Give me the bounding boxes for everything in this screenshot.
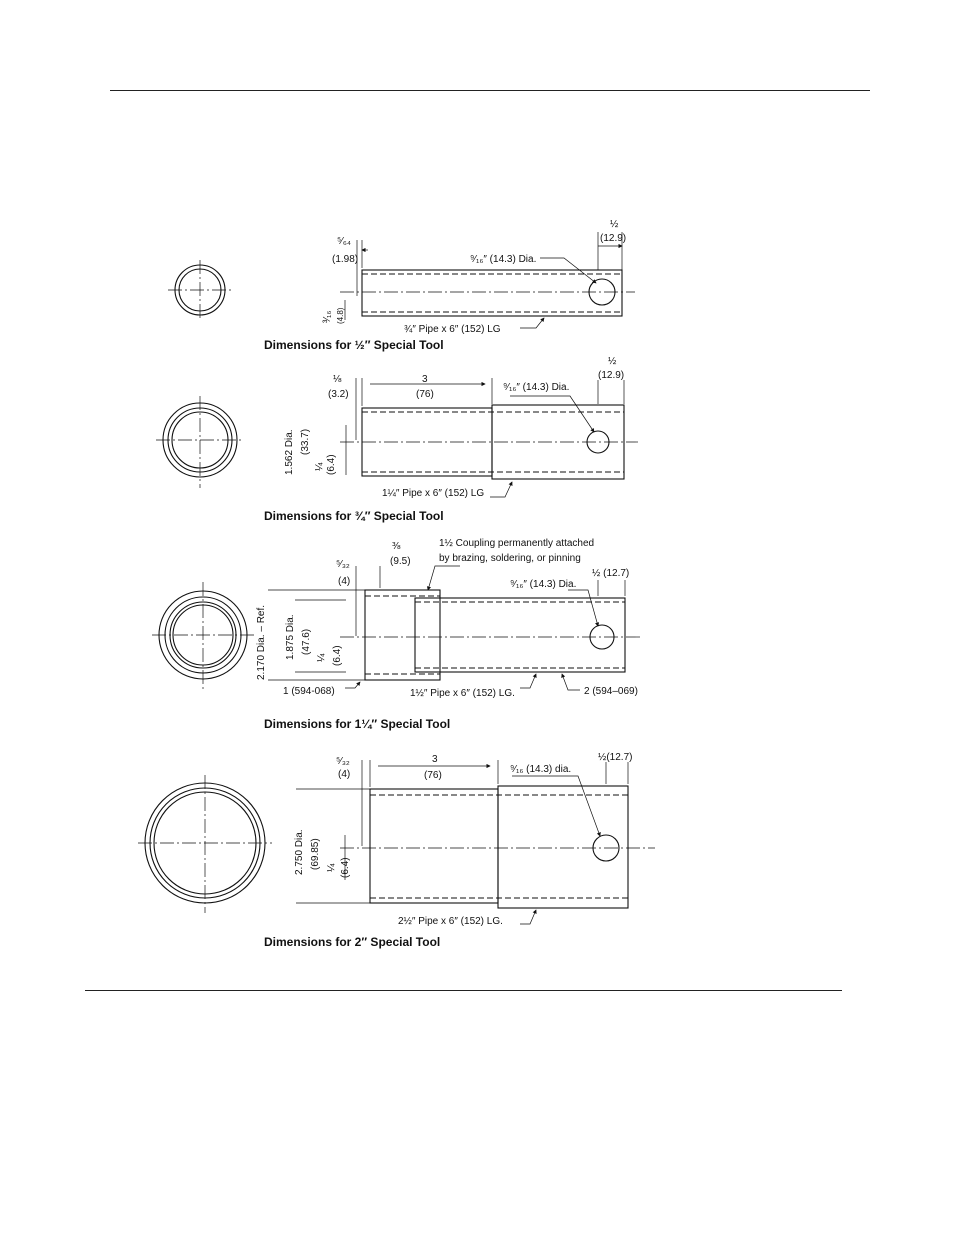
dim-5-32: ⁵⁄₃₂ xyxy=(336,559,350,570)
coupling-line1: 1½ Coupling permanently attached xyxy=(439,538,594,549)
ref-dia-label: 2.170 Dia. – Ref. xyxy=(256,605,267,680)
dim-5-32-mm: (4) xyxy=(338,576,350,587)
hole-label: ⁹⁄₁₆ (14.3) dia. xyxy=(510,764,571,775)
caption-three-quarter: Dimensions for ¾″ Special Tool xyxy=(264,509,444,523)
dim-1-4-mm: (6.4) xyxy=(326,454,337,475)
dia-mm-label: (47.6) xyxy=(301,629,312,655)
dim-1-8-mm: (3.2) xyxy=(328,389,349,400)
end-view-one-and-quarter xyxy=(152,582,254,690)
hole-label: ⁹⁄₁₆″ (14.3) Dia. xyxy=(470,254,536,265)
end-view-three-quarter xyxy=(156,396,244,488)
end-view-half xyxy=(168,260,232,320)
dim-half: ½(12.7) xyxy=(598,752,632,763)
pipe-label: 2½″ Pipe x 6″ (152) LG. xyxy=(398,916,503,927)
dim-3-8: ⅜ xyxy=(392,541,401,552)
dia-mm-label: (33.7) xyxy=(300,429,311,455)
tool-one-and-quarter-inch: 1½ Coupling permanently attached by braz… xyxy=(152,538,640,731)
dim-half: ½ xyxy=(608,356,617,367)
dim-half: ½ (12.7) xyxy=(592,568,629,579)
side-view-three-quarter xyxy=(340,378,638,498)
dia-label: 1.875 Dia. xyxy=(285,614,296,660)
bottom-rule xyxy=(85,990,842,991)
coupling-line2: by brazing, soldering, or pinning xyxy=(439,553,581,564)
dim-1-4: ¼ xyxy=(315,653,327,662)
pipe-label: 1½″ Pipe x 6″ (152) LG. xyxy=(410,688,515,699)
dim-half-mm: (12.9) xyxy=(598,370,624,381)
caption-one-and-quarter: Dimensions for 1¼″ Special Tool xyxy=(264,717,450,731)
dim-5-32-mm: (4) xyxy=(338,769,350,780)
hole-label: ⁹⁄₁₆″ (14.3) Dia. xyxy=(503,382,569,393)
dim-half: ½ xyxy=(610,219,619,230)
pipe-label: 1¼″ Pipe x 6″ (152) LG xyxy=(382,487,484,499)
pipe-label: ¾″ Pipe x 6″ (152) LG xyxy=(404,324,501,335)
dim-1-8: ⅛ xyxy=(333,374,342,385)
tool-three-quarter-inch: ⅛ (3.2) 3 (76) ⁹⁄₁₆″ (14.3) Dia. ½ (12.9… xyxy=(156,356,638,523)
dim-1-4: ¼ xyxy=(325,863,337,872)
dim-5-64: ⁵⁄₆₄ xyxy=(337,236,351,247)
dim-1-4: ¼ xyxy=(313,462,325,471)
dia-label: 2.750 Dia. xyxy=(294,829,305,875)
tool-two-inch: ⁵⁄₃₂ (4) 3 (76) ⁹⁄₁₆ (14.3) dia. ½(12.7)… xyxy=(138,752,655,949)
dim-3-8-mm: (9.5) xyxy=(390,556,411,567)
dia-label: 1.562 Dia. xyxy=(284,429,295,475)
dim-3: 3 xyxy=(432,754,438,765)
end-view-two xyxy=(138,775,272,913)
side-view-two xyxy=(296,760,655,925)
dim-5-32: ⁵⁄₃₂ xyxy=(336,756,350,767)
side-view-one-and-quarter xyxy=(268,565,640,691)
dim-1-4-mm: (6.4) xyxy=(332,645,343,666)
dim-3-16: ³⁄₁₆ xyxy=(322,311,333,323)
caption-half: Dimensions for ½″ Special Tool xyxy=(264,338,444,352)
dim-3-mm: (76) xyxy=(424,770,442,781)
dim-5-64-mm: (1.98) xyxy=(332,254,358,265)
dim-3-16-mm: (4.8) xyxy=(336,307,345,324)
tool-half-inch: ½ (12.9) ⁵⁄₆₄ (1.98) ⁹⁄₁₆″ (14.3) Dia. ³… xyxy=(168,219,635,352)
dim-1-4-mm: (6.4) xyxy=(340,857,351,878)
dim-3: 3 xyxy=(422,374,428,385)
hole-label: ⁹⁄₁₆″ (14.3) Dia. xyxy=(510,579,576,590)
dim-half-mm: (12.9) xyxy=(600,233,626,244)
dim-3-mm: (76) xyxy=(416,389,434,400)
part2-label: 2 (594–069) xyxy=(584,686,638,697)
top-rule xyxy=(110,90,870,91)
part1-label: 1 (594-068) xyxy=(283,686,335,697)
caption-two: Dimensions for 2″ Special Tool xyxy=(264,935,440,949)
side-view-half xyxy=(340,232,635,329)
dia-mm-label: (69.85) xyxy=(310,838,321,870)
